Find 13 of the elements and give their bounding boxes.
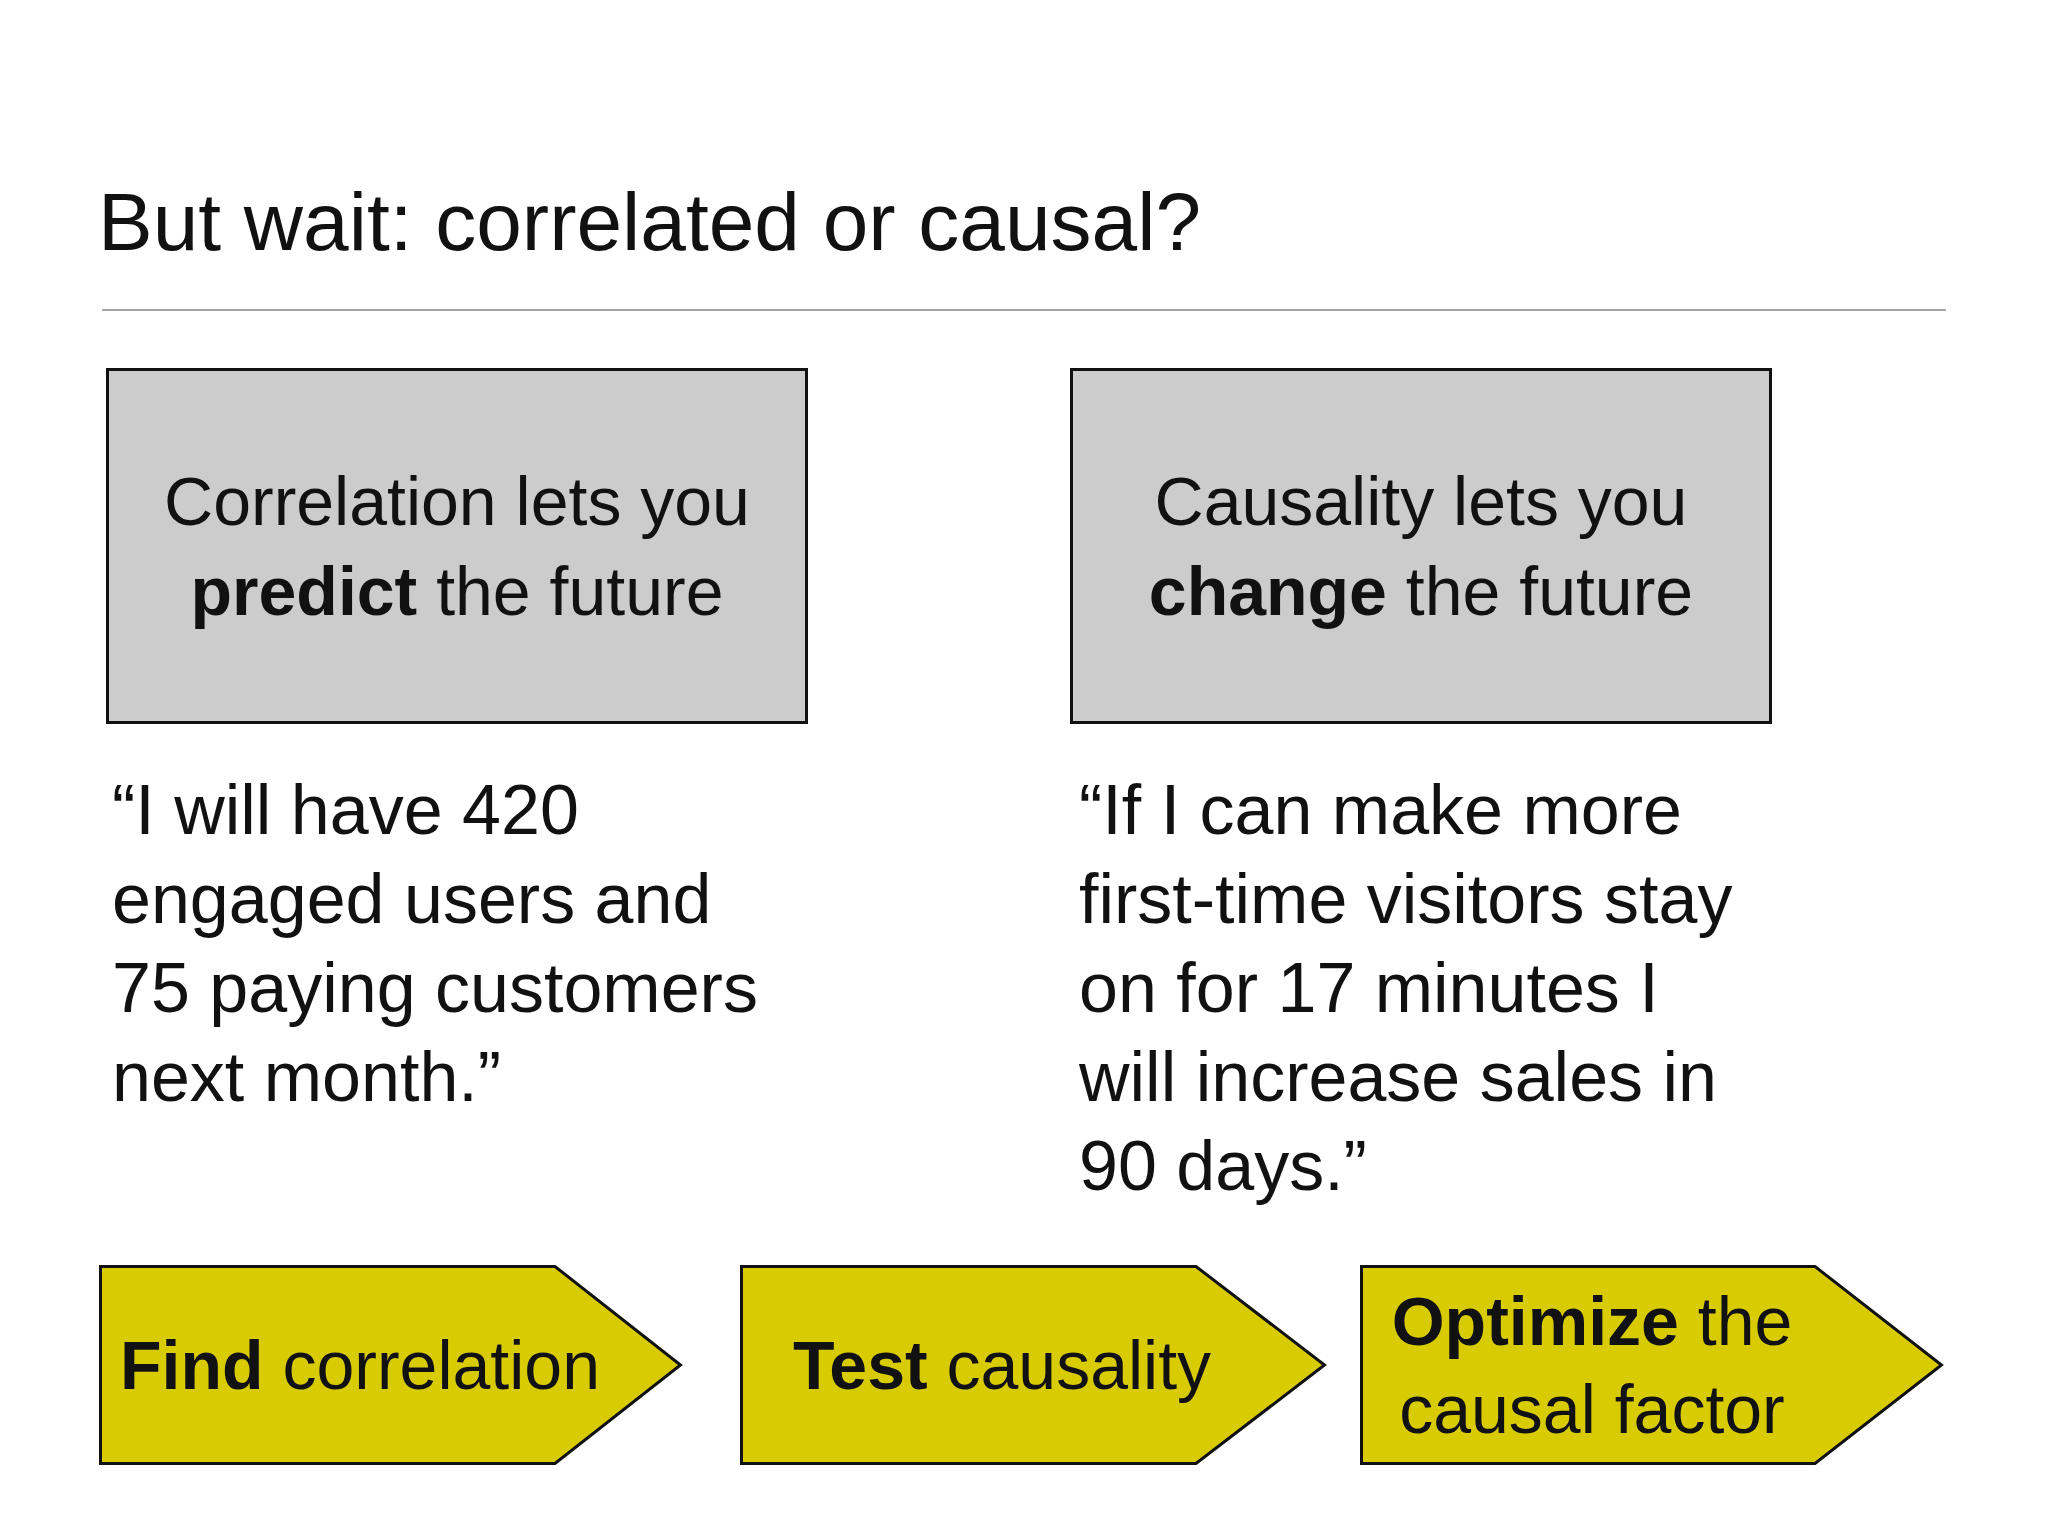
- statement-panel: [106, 368, 808, 724]
- slide-title: But wait: correlated or causal?: [98, 175, 1201, 269]
- step-label: Test causality: [792, 1326, 1212, 1405]
- step-label: Optimize the causal factor: [1390, 1282, 1794, 1449]
- quote-text: “I will have 420 engaged users and 75 paying customers next month.”: [112, 770, 759, 1118]
- quote-text: “If I can make more first-time visitors stay on for 17 minutes I will increase sales in 90 days.”: [1079, 770, 1734, 1207]
- process-step: [740, 1265, 1326, 1465]
- process-step: [1360, 1265, 1943, 1465]
- statement-text: Causality lets you change the future: [1147, 462, 1695, 631]
- process-step: [99, 1265, 682, 1465]
- statement-panel: [1070, 368, 1772, 724]
- statement-text: Correlation lets you predict the future: [163, 462, 751, 631]
- step-label: Find correlation: [120, 1326, 600, 1405]
